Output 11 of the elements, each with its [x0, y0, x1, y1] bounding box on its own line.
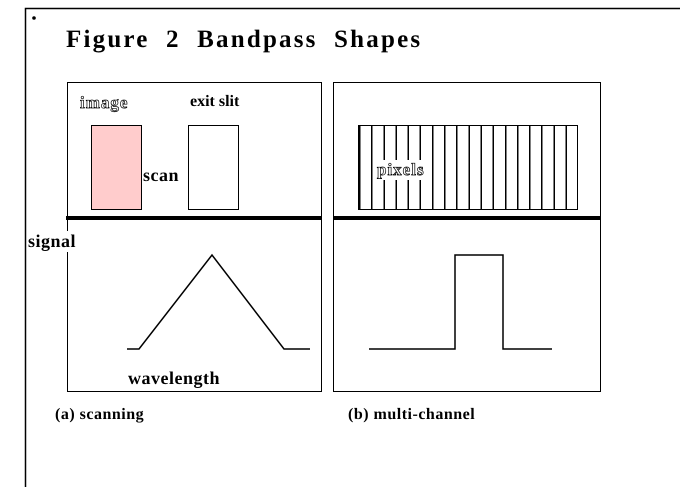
slit-label: exit slit [190, 93, 240, 111]
axis-label: signal [28, 231, 76, 252]
panel-frame [333, 82, 601, 392]
scan-label: scan [143, 165, 180, 186]
figure-title: Figure 2 Bandpass Shapes [66, 26, 422, 54]
axis-label: wavelength [128, 368, 220, 389]
panel-caption: (b) multi-channel [348, 406, 476, 424]
pixels-label: pixels [377, 160, 425, 180]
image-label: image [80, 93, 128, 113]
panel-caption: (a) scanning [55, 406, 144, 424]
pixel-array [358, 125, 578, 210]
